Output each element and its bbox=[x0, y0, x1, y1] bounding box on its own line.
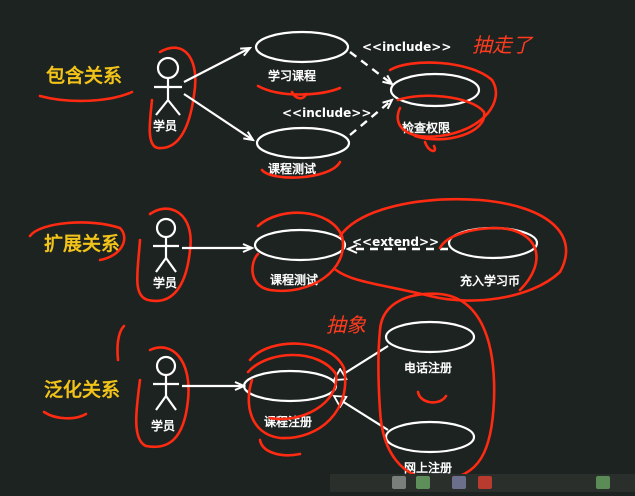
section-title-generalization: 泛化关系 bbox=[44, 378, 120, 401]
use-case-course-test-2 bbox=[253, 228, 347, 262]
section-title-include: 包含关系 bbox=[46, 64, 122, 87]
annotation-note-include: 抽走了 bbox=[472, 33, 534, 57]
use-case-check-permission bbox=[389, 72, 481, 108]
annotation-underline-learn bbox=[256, 84, 342, 96]
annotation-circle-recharge bbox=[438, 226, 538, 292]
association-learn-course bbox=[183, 48, 250, 83]
association-course-test-1 bbox=[183, 93, 253, 140]
include-dependency-2 bbox=[349, 100, 392, 136]
stereotype-extend: <<extend>> bbox=[352, 235, 439, 249]
toolbar-button-1[interactable] bbox=[392, 476, 406, 489]
annotation-mark-register bbox=[258, 438, 302, 457]
annotation-circle-check-2 bbox=[396, 94, 486, 141]
annotation-mark-phone bbox=[416, 390, 448, 404]
stereotype-include-2: <<include>> bbox=[282, 106, 371, 120]
annotation-circle-extend bbox=[334, 197, 568, 302]
stereotype-include-1: <<include>> bbox=[362, 40, 451, 54]
use-case-label-check-permission: 检查权限 bbox=[402, 120, 450, 135]
annotation-bracket-extend bbox=[28, 221, 126, 262]
annotation-mark-learn bbox=[290, 90, 308, 100]
use-case-label-phone-register: 电话注册 bbox=[404, 360, 452, 375]
toolbar-button-3[interactable] bbox=[478, 476, 492, 489]
use-case-label-course-test-2: 课程测试 bbox=[270, 272, 318, 287]
annotation-circle-actor-1 bbox=[148, 46, 197, 150]
use-case-course-register bbox=[242, 369, 338, 403]
actor-label-extend: 学员 bbox=[153, 275, 177, 290]
section-include: 包含关系 学员 学习课程 课程测试 检查权限 <<include>> <<inc… bbox=[38, 30, 534, 179]
actor-label-generalization: 学员 bbox=[151, 418, 175, 433]
annotation-note-extend: 抽象 bbox=[326, 313, 367, 337]
use-case-phone-register bbox=[384, 320, 476, 354]
annotation-circle-test-2 bbox=[251, 211, 345, 293]
include-dependency-1 bbox=[349, 51, 392, 84]
annotation-circle-subtypes bbox=[377, 292, 496, 482]
annotation-underline-test bbox=[260, 160, 342, 179]
section-extend: 扩展关系 学员 课程测试 充入学习币 <<extend>> 抽象 bbox=[28, 197, 568, 337]
annotation-circle-actor-2 bbox=[135, 207, 192, 303]
generalization-web bbox=[334, 396, 389, 431]
annotation-underline-generalization bbox=[42, 410, 88, 420]
actor-label-include: 学员 bbox=[153, 118, 177, 133]
use-case-label-course-register: 课程注册 bbox=[264, 414, 312, 429]
section-title-extend: 扩展关系 bbox=[44, 232, 120, 255]
section-generalization: 泛化关系 学员 课程注册 电话注册 网上注册 bbox=[42, 292, 496, 482]
annotation-circle-check-1 bbox=[388, 61, 498, 138]
actor-student-extend bbox=[153, 217, 179, 273]
use-case-label-web-register: 网上注册 bbox=[404, 460, 452, 475]
use-case-label-recharge-coins: 充入学习币 bbox=[460, 273, 520, 288]
actor-student-generalization bbox=[153, 355, 179, 411]
annotation-circle-register-2 bbox=[246, 353, 338, 421]
annotation-underline-include bbox=[38, 90, 134, 103]
play-icon[interactable] bbox=[452, 476, 466, 489]
actor-student-include bbox=[154, 56, 182, 116]
use-case-label-learn-course: 学习课程 bbox=[268, 68, 316, 83]
annotation-circle-register-1 bbox=[247, 342, 347, 440]
use-case-learn-course bbox=[254, 30, 350, 64]
toolbar-button-4[interactable] bbox=[596, 476, 610, 489]
annotation-mark-check bbox=[423, 140, 437, 153]
annotation-circle-actor-3 bbox=[134, 346, 190, 449]
use-case-course-test-1 bbox=[255, 126, 351, 160]
toolbar-button-2[interactable] bbox=[416, 476, 430, 489]
use-case-web-register bbox=[384, 420, 476, 454]
annotation-stroke-generalization bbox=[116, 324, 126, 362]
use-case-label-course-test-1: 课程测试 bbox=[268, 161, 316, 176]
